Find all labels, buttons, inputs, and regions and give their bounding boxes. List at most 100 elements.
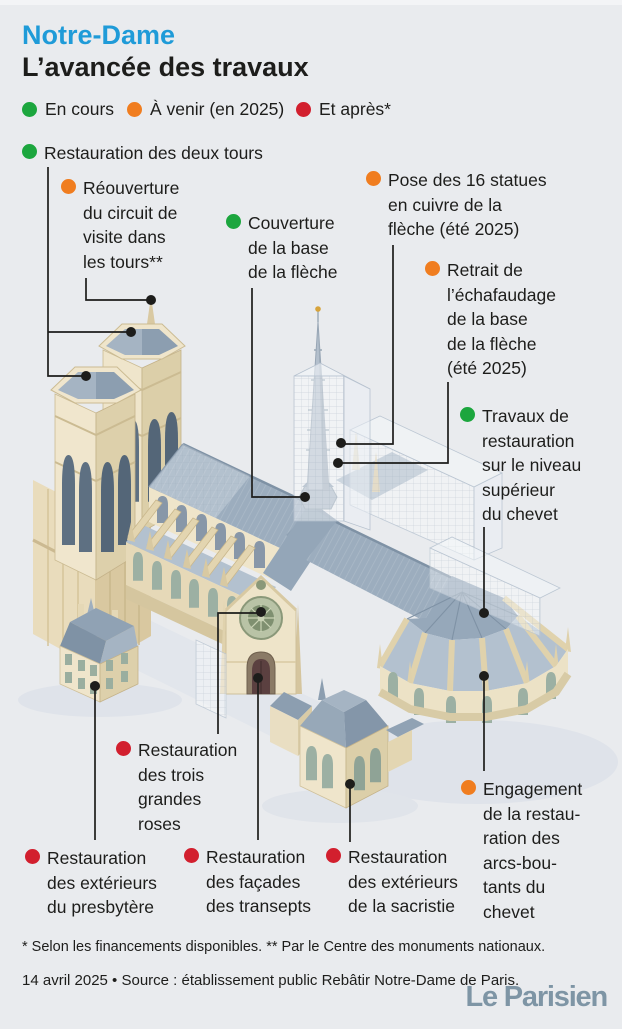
marker-dot	[253, 673, 263, 683]
label-line: de la base	[447, 309, 528, 329]
label-line: Pose des 16 statues	[388, 170, 547, 190]
label-line: de la restau-	[483, 803, 581, 824]
flying-buttresses	[127, 499, 256, 586]
label-line: l’échafaudage	[447, 284, 556, 305]
label-line: du circuit de	[83, 202, 178, 223]
label-line: ration des	[483, 828, 560, 848]
label-presbytere: Restauration des extérieurs du presbytèr…	[25, 846, 157, 920]
legend-dot-orange	[127, 102, 142, 117]
label-arcs-boutants: Engagement de la restau- ration des arcs…	[461, 777, 582, 924]
label-line: des façades	[206, 871, 301, 892]
marker-dot	[90, 681, 100, 691]
sacristie-building	[270, 678, 424, 809]
label-line: des extérieurs	[47, 872, 157, 893]
page-title: L’avancée des travaux	[22, 52, 309, 82]
label-line: visite dans	[83, 227, 166, 247]
legend-label: En cours	[45, 99, 115, 119]
label-line: du presbytère	[47, 897, 155, 917]
status-dot	[61, 179, 76, 194]
legend-label: À venir (en 2025)	[150, 99, 285, 119]
label-line: Travaux de	[482, 406, 569, 426]
legend-item-et-apres: Et après*	[296, 99, 391, 120]
label-line: de la base	[248, 237, 329, 258]
status-dot	[226, 214, 241, 229]
leader-retrait	[342, 382, 449, 464]
status-dot	[425, 261, 440, 276]
label-line: restauration	[482, 430, 575, 451]
status-dot	[461, 780, 476, 795]
leader-couverture	[251, 288, 301, 498]
label-line: flèche (été 2025)	[388, 219, 520, 239]
label-line: des extérieurs	[348, 871, 458, 892]
legend-item-a-venir: À venir (en 2025)	[127, 99, 284, 120]
aisle-pinnacles	[127, 522, 228, 587]
gold-finial	[315, 306, 321, 312]
label-sacristie: Restauration des extérieurs de la sacris…	[326, 845, 458, 919]
label-line: Restauration des deux tours	[44, 143, 263, 163]
label-line: Restauration	[47, 848, 147, 868]
label-pose: Pose des 16 statues en cuivre de la flèc…	[366, 168, 547, 242]
label-line: Restauration	[138, 740, 238, 760]
status-dot	[184, 848, 199, 863]
label-line: roses	[138, 813, 181, 834]
status-dot	[116, 741, 131, 756]
label-reouverture: Réouverture du circuit de visite dans le…	[61, 176, 179, 274]
label-roses: Restauration des trois grandes roses	[116, 738, 237, 836]
marker-dot	[345, 779, 355, 789]
marker-dots	[81, 295, 489, 789]
leader-reouverture	[85, 278, 147, 301]
marker-dot	[81, 371, 91, 381]
leader-tours	[47, 167, 82, 377]
marker-dot	[333, 458, 343, 468]
label-line: chevet	[483, 901, 535, 922]
label-line: Engagement	[483, 779, 583, 799]
footnote: * Selon les financements disponibles. **…	[22, 939, 546, 955]
marker-dot	[300, 492, 310, 502]
chevet	[306, 520, 572, 723]
status-dot	[460, 407, 475, 422]
marker-dot	[479, 608, 489, 618]
label-line: Couverture	[248, 213, 335, 233]
presbytere-building	[59, 604, 139, 703]
leader-pose	[345, 245, 394, 445]
label-line: de la flèche	[447, 333, 537, 354]
south-rose-window	[239, 596, 283, 640]
marker-dot	[146, 295, 156, 305]
status-dot	[366, 171, 381, 186]
small-rose-window	[256, 580, 266, 590]
label-chevet-superieur: Travaux de restauration sur le niveau su…	[460, 404, 581, 527]
leader-lines	[47, 167, 485, 842]
label-line: de la sacristie	[348, 896, 455, 916]
label-couverture: Couverture de la base de la flèche	[226, 211, 338, 285]
label-line: supérieur	[482, 479, 555, 500]
kicker: Notre-Dame	[22, 20, 176, 50]
label-line: en cuivre de la	[388, 194, 502, 215]
label-line: (été 2025)	[447, 358, 527, 378]
label-tours: Restauration des deux tours	[22, 141, 263, 166]
label-line: des trois	[138, 764, 205, 785]
chevet-pinnacles	[377, 627, 571, 694]
chevet-flying-buttresses	[377, 595, 570, 692]
status-dot	[22, 144, 37, 159]
label-line: arcs-bou-	[483, 852, 557, 873]
leader-roses	[217, 612, 257, 734]
label-transepts: Restauration des façades des transepts	[184, 845, 311, 919]
marker-dot	[336, 438, 346, 448]
legend-item-en-cours: En cours	[22, 99, 114, 120]
source-line: 14 avril 2025 • Source : établissement p…	[22, 972, 520, 989]
label-line: Réouverture	[83, 178, 180, 198]
marker-dot	[256, 607, 266, 617]
label-line: Restauration	[206, 847, 306, 867]
label-line: de la flèche	[248, 262, 338, 282]
legend-dot-red	[296, 102, 311, 117]
label-line: Retrait de	[447, 260, 523, 280]
top-strip	[0, 0, 622, 5]
label-line: Restauration	[348, 847, 448, 867]
le-parisien-logo: Le Parisien	[465, 981, 608, 1013]
legend-label: Et après*	[319, 99, 391, 119]
label-line: tants du	[483, 877, 546, 897]
marker-dot	[126, 327, 136, 337]
label-line: des transepts	[206, 896, 312, 916]
